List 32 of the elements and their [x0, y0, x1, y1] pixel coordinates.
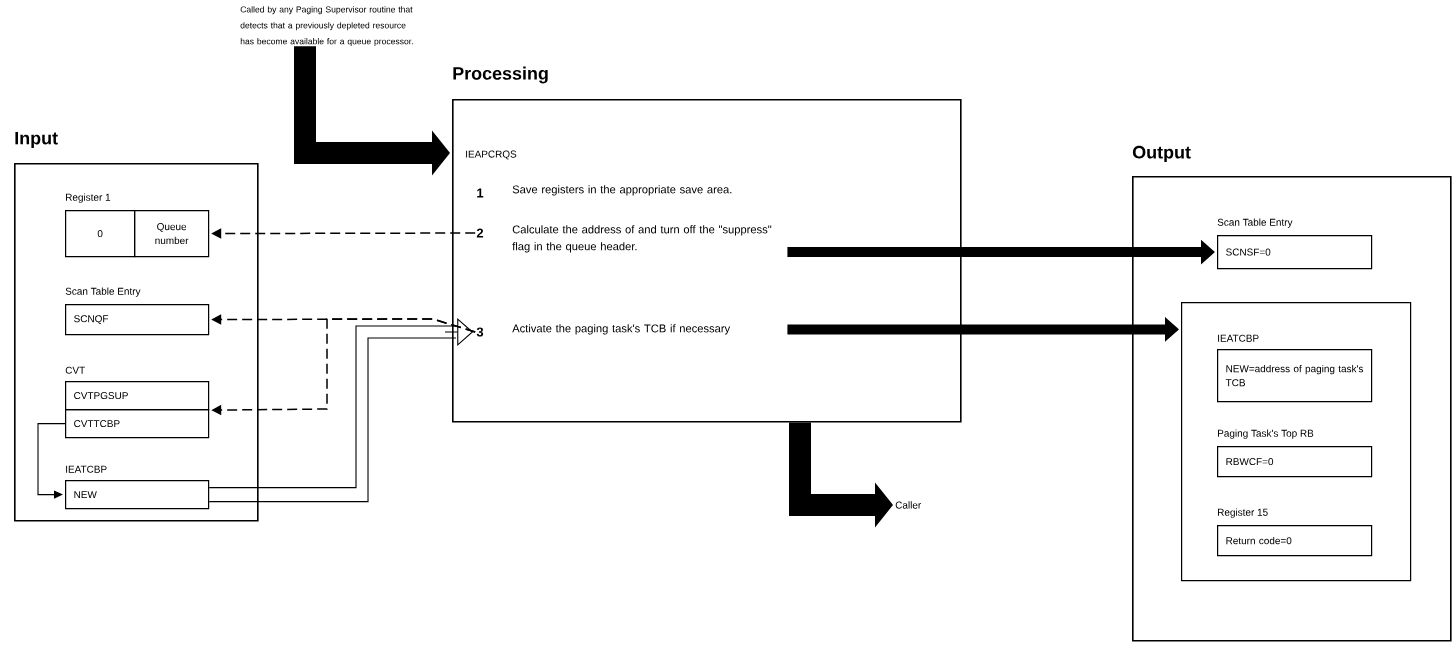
field-label: IEATCBP [66, 465, 107, 473]
step-text: Calculate the address of and turn off the "suppress" flag in the queue header. [512, 225, 772, 253]
field-box: CVTTCBP [65, 409, 210, 439]
note-text: Called by any Paging Supervisor routine that detects that a previously depleted resource has become available for a queue processor. [240, 6, 413, 47]
step-text: Activate the paging task's TCB if necessary [512, 324, 731, 335]
field-box: Queue number [134, 210, 210, 258]
caller-label: Caller [895, 501, 922, 509]
routine-name: IEAPCRQS [466, 150, 517, 160]
field-label: Register 1 [66, 193, 111, 203]
field-box: Return code=0 [1217, 525, 1373, 557]
step-number: 1 [477, 188, 484, 198]
field-label: Scan Table Entry [1217, 218, 1293, 228]
field-label: Paging Task's Top RB [1218, 429, 1314, 439]
step-number: 3 [476, 327, 484, 337]
field-label: Register 15 [1218, 508, 1268, 518]
field-box: NEW=address of paging task's TCB [1217, 349, 1373, 403]
group-box [1181, 302, 1412, 582]
step-text: Save registers in the appropriate save area. [512, 185, 732, 196]
field-box: 0 [65, 210, 136, 258]
step-number: 2 [476, 228, 484, 238]
field-label: IEATCBP [1218, 334, 1259, 342]
field-box: NEW [65, 480, 210, 510]
field-label: CVT [65, 366, 85, 374]
arrow [37, 423, 66, 499]
panel-heading: Output [1132, 145, 1191, 163]
field-box: SCNSF=0 [1217, 235, 1373, 270]
panel-heading: Input [15, 131, 58, 148]
panel-heading: Processing [453, 66, 548, 84]
field-box: CVTPGSUP [65, 381, 210, 411]
field-box: SCNQF [65, 304, 210, 336]
field-label: Scan Table Entry [65, 287, 141, 297]
field-box: RBWCF=0 [1217, 446, 1373, 478]
